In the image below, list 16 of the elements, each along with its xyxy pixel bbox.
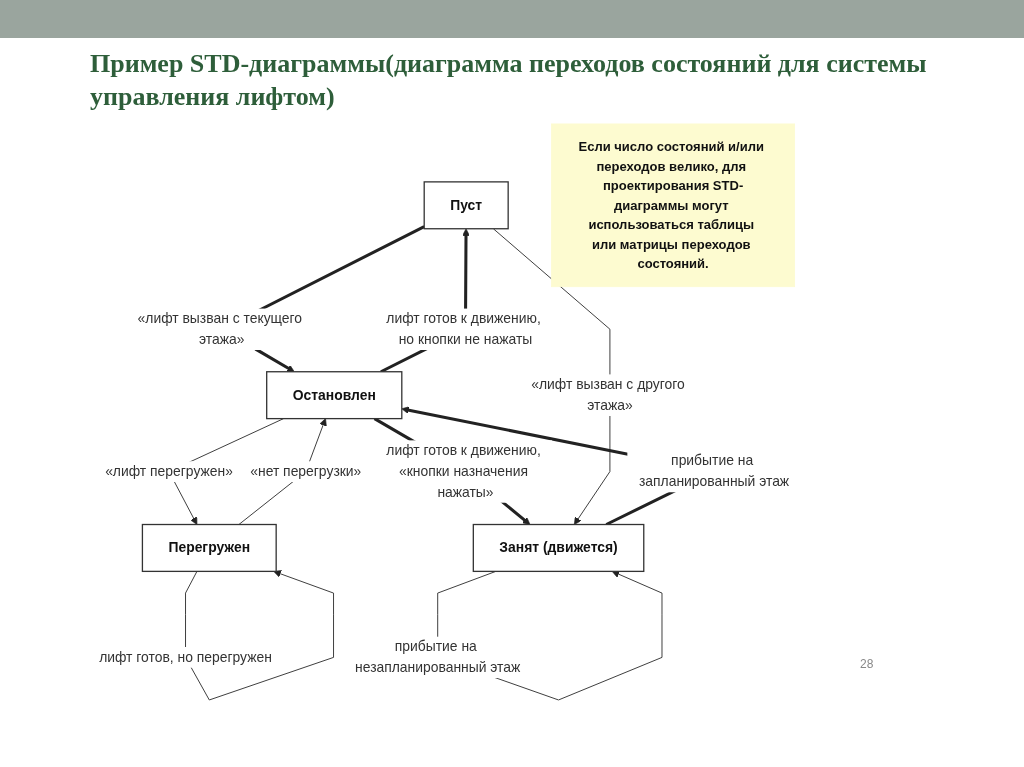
edge-label: прибытие на незапланированный этаж xyxy=(355,639,521,675)
title: Пример STD-диаграммы(диаграмма переходов состояний для системы управления лифтом) xyxy=(90,48,928,113)
node-box: Перегружен xyxy=(141,523,277,573)
edge-label: «лифт перегружен» xyxy=(105,463,233,479)
edge-label: «лифт вызван с текущего этажа» xyxy=(137,310,303,347)
page-number: 28 xyxy=(860,657,874,671)
edge-label: «нет перегрузки» xyxy=(250,463,362,479)
node-box: Остановлен xyxy=(266,371,403,420)
node-box: Пуст xyxy=(423,181,509,230)
edge-label: лифт готов, но перегружен xyxy=(99,649,272,665)
edge-label: лифт готов к движению, «кнопки назначения нажаты» xyxy=(386,442,541,500)
edge-label: «лифт вызван с другого этажа» xyxy=(531,376,685,413)
edge-label: прибытие на запланированный этаж xyxy=(638,453,790,489)
edge-label: лифт готов к движению, но кнопки не нажаты xyxy=(386,310,541,347)
node-box: Занят (движется) xyxy=(472,523,645,573)
node-box: Если число состояний и/или переходов велико, для проектирования STD-диаграммы могут использоваться таблицы или матрицы переходов состояний. xyxy=(551,123,796,288)
